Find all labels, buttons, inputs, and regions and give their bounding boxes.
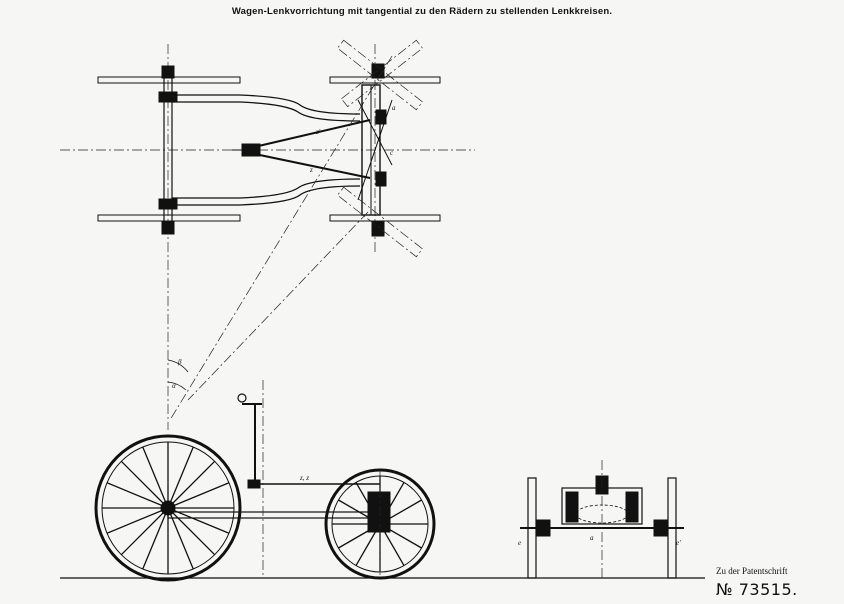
side-chassis-beam [167, 511, 381, 519]
front-view-hub-left [535, 519, 551, 537]
wheel-spoke [167, 507, 216, 556]
wheel-spoke [106, 507, 169, 534]
front-wheel-top-plan [329, 76, 441, 84]
rear-hub-top [158, 91, 178, 103]
label-e-prime-front: e' [676, 539, 681, 547]
rear-hub-bottom [158, 198, 178, 210]
steering-handle [237, 393, 247, 403]
label-a-front: a [590, 534, 594, 542]
frame-rail-lower-inner [172, 178, 361, 199]
construction-lines: β α [167, 55, 393, 421]
rear-cap-top [161, 65, 175, 79]
label-a-plan: a [392, 104, 396, 112]
steering-pivot [241, 143, 261, 157]
wheel-spoke [167, 446, 194, 509]
turned-wheel-top-a [337, 39, 423, 111]
front-steering-box [367, 491, 391, 533]
front-link-cross-1 [357, 99, 393, 166]
side-view: z, z [60, 380, 705, 582]
label-c-plan: c [390, 149, 394, 157]
label-side-rod: z, z [299, 474, 309, 482]
front-link-cross-2 [357, 99, 393, 201]
frame-rail-upper-inner [172, 101, 361, 122]
label-rod-lower: z [309, 166, 313, 174]
wheel-spoke [167, 460, 216, 509]
rear-cap-bottom [161, 221, 175, 235]
side-rod-joint [247, 479, 261, 489]
turned-wheel-bottom [337, 186, 423, 258]
document-title: Wagen-Lenkvorrichtung mit tangential zu … [231, 6, 613, 17]
front-cap-bottom [371, 221, 385, 237]
front-cap-top [371, 63, 385, 79]
front-view-hub-right [653, 519, 669, 537]
patent-label: Zu der Patentschrift [716, 566, 788, 576]
wheel-spoke [142, 507, 169, 570]
wheel-spoke [120, 507, 169, 556]
angle-arc-alpha [167, 381, 187, 391]
rear-wheel-bottom-plan [97, 214, 241, 222]
frame-rail-lower-outer [172, 185, 361, 206]
frame-rail-upper-outer [172, 94, 361, 115]
wheel-spoke [106, 482, 169, 509]
turned-wheel-top-b [340, 39, 423, 108]
turning-ray-1 [169, 55, 393, 421]
label-beta: β [177, 358, 182, 366]
rear-wheel-rim [94, 434, 242, 582]
turning-ray-2 [187, 211, 369, 401]
wheel-spoke [120, 460, 169, 509]
wheel-spoke [167, 482, 230, 509]
angle-arc-beta [167, 359, 189, 373]
front-knuckle-lower [375, 171, 387, 187]
steering-column [242, 403, 262, 484]
label-alpha: α [172, 382, 176, 390]
steering-rod-upper [249, 119, 371, 149]
front-view: e e' a [518, 460, 684, 579]
front-view-post-left [565, 491, 579, 523]
front-view-post-right [625, 491, 639, 523]
wheel-spoke [142, 446, 169, 509]
label-rod-upper: z' [315, 128, 321, 136]
front-wheel-bottom-plan [329, 214, 441, 222]
plan-view: z' z a c [60, 39, 475, 430]
patent-number: № 73515. [716, 580, 798, 599]
steering-rod-lower [249, 152, 371, 179]
label-e-front: e [518, 539, 521, 547]
